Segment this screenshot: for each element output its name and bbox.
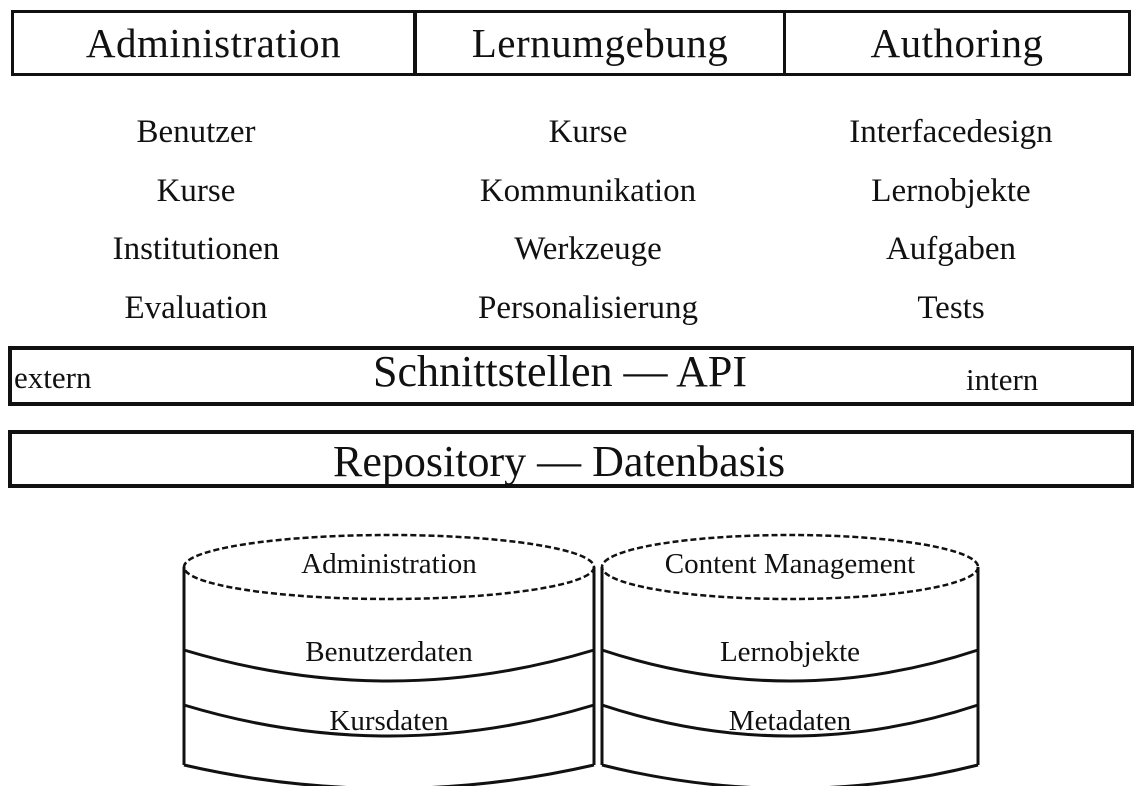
- function-item: Institutionen: [112, 231, 280, 267]
- benutzerdaten-layer: Benutzerdaten: [305, 636, 473, 668]
- function-item: Werkzeuge: [514, 231, 662, 267]
- function-item: Kurse: [156, 172, 236, 209]
- administration-database-cylinder: [182, 533, 596, 786]
- header-cell-authoring: Authoring: [870, 20, 1044, 66]
- api-extern-label: extern: [14, 360, 92, 395]
- function-item: Personalisierung: [478, 289, 698, 326]
- function-item: Tests: [917, 289, 985, 326]
- administration-functions: Benutzer Kurse Institutionen Evaluation: [16, 103, 376, 337]
- repository-title: Repository — Datenbasis: [333, 437, 786, 486]
- metadaten-layer: Metadaten: [728, 705, 852, 737]
- lernobjekte-layer: Lernobjekte: [719, 636, 861, 668]
- content-management-db-title: Content Management: [664, 548, 916, 580]
- layer-header-row: Administration Lernumgebung Authoring: [11, 10, 1131, 76]
- function-item: Kurse: [548, 114, 628, 150]
- function-item: Kommunikation: [479, 172, 697, 209]
- header-cell-lernumgebung: Lernumgebung: [417, 13, 786, 73]
- api-layer-box: [8, 346, 1134, 406]
- repository-layer-box: [8, 430, 1134, 488]
- api-title: Schnittstellen — API: [373, 347, 747, 396]
- kursdaten-layer: Kursdaten: [329, 705, 449, 737]
- function-item: Evaluation: [124, 289, 268, 326]
- function-item: Lernobjekte: [871, 172, 1031, 209]
- function-item: Benutzer: [136, 114, 256, 150]
- lernumgebung-functions: Kurse Kommunikation Werkzeuge Personalis…: [408, 103, 768, 337]
- authoring-functions: Interfacedesign Lernobjekte Aufgaben Tes…: [771, 103, 1131, 337]
- function-item: Interfacedesign: [849, 114, 1053, 150]
- api-intern-label: intern: [966, 362, 1039, 397]
- function-item: Aufgaben: [885, 231, 1017, 267]
- header-cell-administration: Administration: [14, 13, 417, 73]
- administration-db-title: Administration: [301, 548, 477, 580]
- content-management-database-cylinder: [600, 533, 980, 786]
